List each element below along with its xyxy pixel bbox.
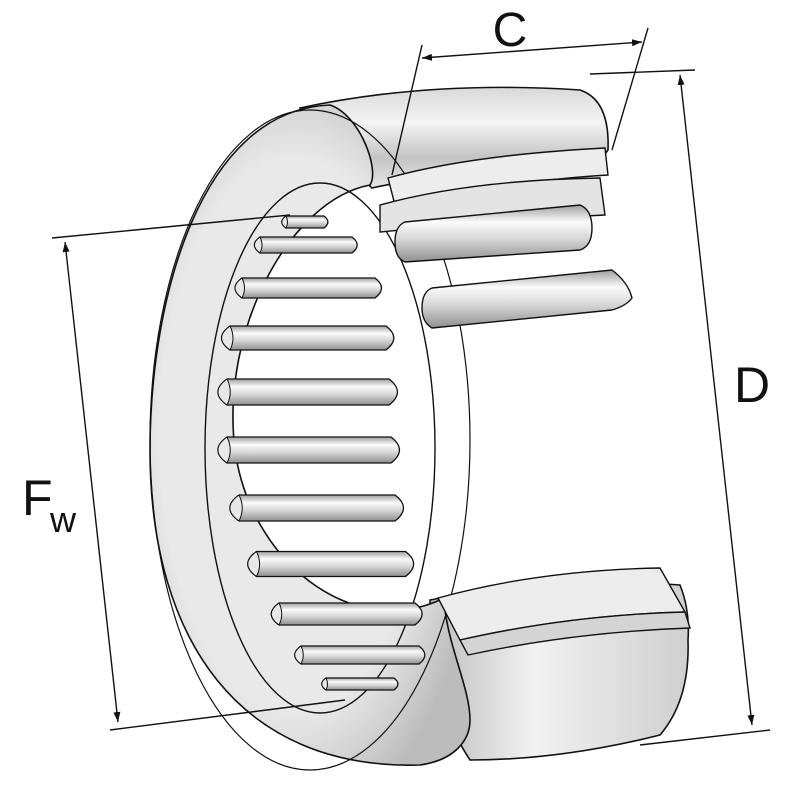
fw-extension-bottom — [109, 699, 346, 731]
needle-roller-3 — [234, 277, 383, 299]
fw-extension-top — [51, 214, 291, 239]
needle-roller-8 — [247, 550, 415, 578]
front-face-inner-edge — [204, 182, 436, 714]
d-extension-top — [589, 69, 696, 75]
cutaway-rollers — [394, 204, 633, 329]
inner-rollers — [217, 215, 426, 691]
needle-roller-end-5 — [217, 378, 231, 406]
needle-roller-end-7 — [229, 494, 243, 522]
d-dimension-arrow — [677, 74, 755, 726]
c-dimension-arrow — [421, 39, 643, 61]
label-c: C — [493, 4, 528, 57]
needle-roller-end-1 — [281, 215, 288, 229]
roller-cut-1 — [394, 204, 593, 263]
dimension-lines — [51, 27, 771, 746]
label-fw-subscript: w — [49, 499, 77, 540]
needle-roller-9 — [270, 602, 423, 626]
needle-roller-7 — [229, 494, 405, 522]
c-extension-right — [611, 27, 649, 151]
d-extension-bottom — [639, 729, 771, 746]
needle-roller-end-2 — [253, 236, 263, 254]
needle-roller-end-11 — [321, 677, 328, 691]
needle-roller-end-4 — [221, 325, 234, 351]
roller-cut-2 — [421, 269, 633, 329]
label-d: D — [734, 357, 770, 413]
needle-roller-6 — [217, 436, 401, 464]
needle-roller-11 — [321, 677, 399, 691]
needle-roller-end-6 — [217, 436, 231, 464]
needle-roller-1 — [281, 215, 329, 229]
needle-roller-end-8 — [247, 550, 261, 578]
c-extension-left — [391, 44, 423, 176]
front-face-outer-edge — [149, 109, 471, 771]
needle-roller-10 — [294, 645, 426, 665]
needle-roller-end-9 — [270, 602, 283, 626]
needle-roller-2 — [253, 236, 358, 254]
needle-roller-end-10 — [294, 645, 304, 665]
needle-roller-end-3 — [234, 277, 245, 299]
fw-dimension-arrow — [62, 241, 121, 723]
needle-roller-5 — [217, 378, 399, 406]
needle-roller-4 — [220, 325, 395, 351]
label-fw-main: F — [22, 470, 53, 526]
